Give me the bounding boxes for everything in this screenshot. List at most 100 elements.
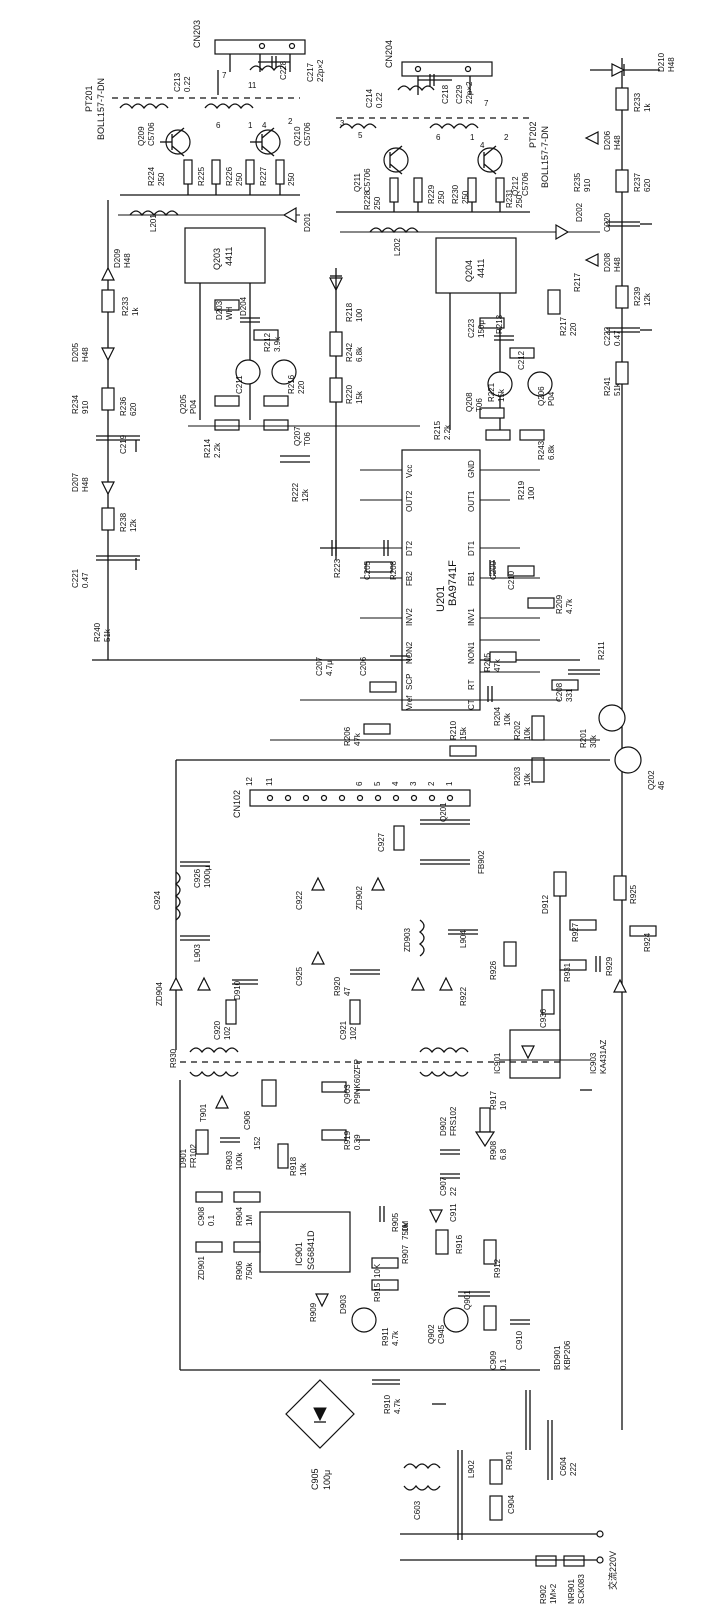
- svg-text:C5706: C5706: [147, 122, 156, 146]
- svg-text:D202: D202: [575, 202, 584, 222]
- svg-text:30k: 30k: [589, 734, 598, 748]
- svg-text:910: 910: [81, 400, 90, 414]
- svg-text:H48: H48: [81, 347, 90, 362]
- svg-text:H48: H48: [123, 253, 132, 268]
- svg-text:R238: R238: [119, 512, 128, 532]
- svg-text:R902: R902: [539, 1584, 548, 1604]
- svg-text:C218: C218: [441, 84, 450, 104]
- svg-text:Q205: Q205: [179, 394, 188, 414]
- svg-text:10k: 10k: [523, 772, 532, 786]
- svg-text:10k: 10k: [299, 1162, 308, 1176]
- svg-text:R241: R241: [603, 376, 612, 396]
- svg-text:FB902: FB902: [477, 850, 486, 874]
- svg-text:47k: 47k: [493, 658, 502, 672]
- svg-text:Q208: Q208: [465, 392, 474, 412]
- svg-text:15k: 15k: [497, 388, 506, 402]
- svg-text:R225: R225: [197, 166, 206, 186]
- capacitor-c228: [258, 56, 290, 68]
- svg-text:D207: D207: [71, 472, 80, 492]
- svg-text:H48: H48: [667, 57, 676, 72]
- svg-text:Q902: Q902: [427, 1324, 436, 1344]
- svg-text:FB1: FB1: [467, 571, 476, 586]
- protection-circuit: [270, 704, 642, 783]
- svg-text:L201: L201: [149, 214, 158, 232]
- svg-text:T901: T901: [199, 1103, 208, 1122]
- connector-cn203: CN203: [192, 20, 306, 72]
- svg-text:4: 4: [391, 781, 400, 786]
- svg-text:620: 620: [129, 402, 138, 416]
- svg-text:51k: 51k: [613, 382, 622, 396]
- svg-text:D901: D901: [179, 1148, 188, 1168]
- svg-text:R915: R915: [373, 1282, 382, 1302]
- svg-text:R230: R230: [451, 184, 460, 204]
- output-rail-right: [584, 58, 660, 1430]
- svg-text:R217: R217: [559, 316, 568, 336]
- svg-text:R206: R206: [343, 726, 352, 746]
- svg-text:C228: C228: [279, 60, 288, 80]
- svg-text:100: 100: [355, 308, 364, 322]
- svg-text:4.7k: 4.7k: [565, 598, 574, 614]
- svg-text:Q207: Q207: [293, 426, 302, 446]
- svg-text:2: 2: [504, 133, 509, 142]
- svg-text:R912: R912: [493, 1258, 502, 1278]
- svg-text:10K: 10K: [373, 1263, 382, 1278]
- svg-text:R908: R908: [489, 1140, 498, 1160]
- svg-text:47: 47: [343, 987, 352, 996]
- svg-text:C910: C910: [515, 1330, 524, 1350]
- svg-text:C220: C220: [603, 212, 612, 232]
- label-cn102: CN102: [232, 790, 242, 818]
- svg-text:6.8k: 6.8k: [547, 444, 556, 460]
- svg-text:12k: 12k: [301, 488, 310, 502]
- svg-text:C205: C205: [363, 560, 372, 580]
- svg-text:R242: R242: [345, 342, 354, 362]
- svg-text:0.47: 0.47: [81, 572, 90, 588]
- svg-text:R222: R222: [291, 482, 300, 502]
- svg-text:C603: C603: [413, 1500, 422, 1520]
- svg-text:11: 11: [265, 777, 274, 786]
- svg-text:22: 22: [449, 1187, 458, 1196]
- svg-text:R212: R212: [263, 332, 272, 352]
- svg-text:Q201: Q201: [439, 802, 448, 822]
- svg-text:C206: C206: [359, 656, 368, 676]
- svg-text:L202: L202: [393, 238, 402, 256]
- svg-text:GND: GND: [467, 460, 476, 478]
- svg-text:D204: D204: [239, 296, 248, 316]
- svg-text:R208: R208: [389, 560, 398, 580]
- svg-text:KBP206: KBP206: [563, 1340, 572, 1370]
- svg-text:102: 102: [223, 1026, 232, 1040]
- svg-text:250: 250: [287, 172, 296, 186]
- label-u201: U201: [435, 586, 447, 612]
- svg-text:Vcc: Vcc: [405, 465, 414, 478]
- svg-text:R926: R926: [489, 960, 498, 980]
- svg-text:DT1: DT1: [467, 540, 476, 556]
- svg-text:R234: R234: [71, 394, 80, 414]
- svg-text:910: 910: [583, 178, 592, 192]
- svg-text:R237: R237: [633, 172, 642, 192]
- svg-text:R918: R918: [289, 1156, 298, 1176]
- svg-text:C945: C945: [437, 1324, 446, 1344]
- svg-text:D205: D205: [71, 342, 80, 362]
- svg-text:R233: R233: [633, 92, 642, 112]
- svg-text:100k: 100k: [235, 1152, 244, 1170]
- transistor-q210: [250, 127, 281, 157]
- svg-text:250: 250: [515, 194, 524, 208]
- svg-text:R243: R243: [537, 440, 546, 460]
- svg-text:INV1: INV1: [467, 608, 476, 626]
- svg-text:D208: D208: [603, 252, 612, 272]
- svg-text:T06: T06: [475, 398, 484, 412]
- svg-text:INV2: INV2: [405, 608, 414, 626]
- svg-text:R927: R927: [571, 922, 580, 942]
- svg-text:R217: R217: [573, 272, 582, 292]
- svg-text:R930: R930: [169, 1048, 178, 1068]
- svg-text:2: 2: [427, 781, 436, 786]
- svg-text:P04: P04: [547, 391, 556, 406]
- svg-text:C222: C222: [603, 326, 612, 346]
- label-pt202: PT202: [528, 121, 538, 148]
- svg-text:C921: C921: [339, 1020, 348, 1040]
- svg-text:Vref: Vref: [405, 695, 414, 710]
- svg-text:R901: R901: [505, 1450, 514, 1470]
- svg-text:C214: C214: [365, 88, 374, 108]
- transformer-pt202: [336, 85, 530, 130]
- svg-text:R211: R211: [597, 641, 606, 660]
